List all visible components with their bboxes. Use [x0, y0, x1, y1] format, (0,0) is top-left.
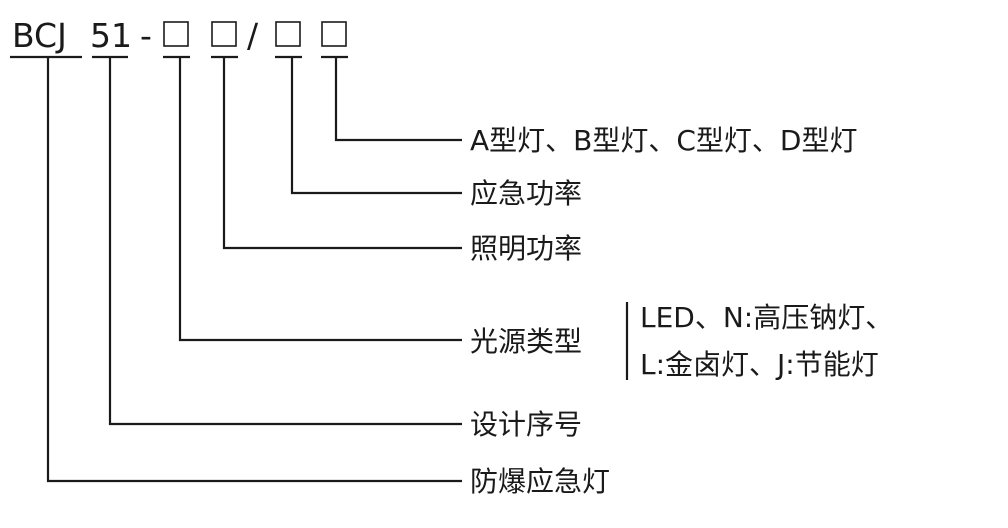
leader-design-serial [108, 57, 462, 426]
label-emergency-power: 应急功率 [470, 177, 582, 210]
label-design-serial: 设计序号 [470, 408, 582, 441]
leader-lamp-type [334, 57, 462, 142]
label-lighting-power: 照明功率 [470, 232, 582, 265]
light-source-options-line2: L:金卤灯、J:节能灯 [640, 348, 879, 381]
label-lamp-types: A型灯、B型灯、C型灯、D型灯 [470, 124, 857, 157]
code-number: 51 [90, 16, 132, 55]
leader-emergency-power [290, 57, 462, 195]
code-box-emergency-power [275, 21, 301, 47]
code-box-light-source [163, 21, 189, 47]
light-source-options-line1: LED、N:高压钠灯、 [640, 301, 893, 334]
label-explosion-proof-emergency-light: 防爆应急灯 [470, 465, 610, 498]
code-dash: - [140, 16, 152, 55]
label-light-source-type: 光源类型 [470, 325, 582, 358]
leader-lighting-power [222, 57, 462, 250]
code-prefix: BCJ [12, 16, 67, 55]
leader-explosion-proof [46, 57, 462, 483]
leader-light-source [178, 57, 462, 342]
code-box-lamp-type [321, 21, 347, 47]
code-box-lighting-power [211, 21, 237, 47]
code-slash: / [247, 16, 259, 55]
